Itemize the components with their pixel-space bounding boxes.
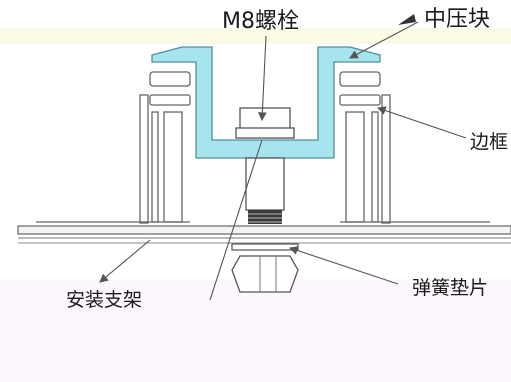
right-frame — [339, 71, 490, 224]
bolt-shank — [245, 157, 285, 224]
washer-label: 弹簧垫片 — [412, 277, 488, 299]
spring-washer — [231, 243, 299, 251]
left-frame — [36, 71, 191, 224]
bolt-center-line — [209, 139, 263, 301]
bolt-leader — [257, 35, 267, 122]
rail-leader — [99, 239, 151, 283]
rail-label: 安装支架 — [66, 289, 142, 311]
clamp-label: 中压块 — [424, 7, 490, 32]
bolt-head — [235, 107, 295, 139]
bottom-wash — [0, 280, 511, 382]
bolt-label: M8螺栓 — [222, 9, 299, 34]
washer-leader — [288, 246, 399, 285]
clamp-leader — [349, 21, 419, 59]
middle-clamp — [151, 46, 381, 159]
nut — [231, 255, 299, 293]
clamp-label-arrow — [398, 14, 416, 25]
frame-label: 边框 — [470, 131, 508, 153]
frame-leader — [376, 106, 467, 139]
mounting-rail — [17, 225, 511, 244]
